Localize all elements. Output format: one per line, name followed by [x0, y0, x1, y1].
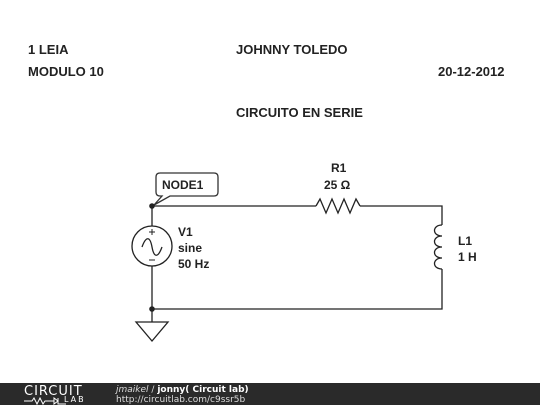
- page-title: CIRCUITO EN SERIE: [236, 105, 363, 120]
- header-author-name: JOHNNY TOLEDO: [236, 42, 348, 57]
- wire-top-right: [360, 205, 443, 225]
- circuit-schematic: NODE1 R1 25 Ω V1 sine 50 Hz L1 1 H: [131, 161, 477, 343]
- logo-text-bottom: LAB: [64, 395, 86, 404]
- inductor-symbol: [433, 224, 443, 270]
- inductor-value: 1 H: [458, 250, 477, 264]
- node-tag-outline: [153, 172, 219, 206]
- footer-separator: /: [151, 385, 155, 395]
- node-dot-bottom: [149, 306, 155, 312]
- source-name: V1: [178, 225, 193, 239]
- resistor-name: R1: [331, 161, 347, 175]
- wire-bottom: [152, 269, 443, 310]
- footer-bar: CIRCUIT LAB jmaikel / jonny( Circuit lab…: [0, 383, 540, 405]
- resistor-symbol: [315, 197, 361, 215]
- sine-wave-icon: [141, 238, 163, 256]
- footer-user-link[interactable]: jmaikel: [116, 385, 149, 395]
- source-type: sine: [178, 241, 202, 255]
- logo-wave-icon: [24, 397, 66, 405]
- footer-url-link[interactable]: http://circuitlab.com/c9ssr5b: [116, 395, 246, 405]
- header-left-line2: MODULO 10: [28, 64, 104, 79]
- node-label: NODE1: [162, 178, 204, 192]
- source-frequency: 50 Hz: [178, 257, 209, 271]
- node-dot-top: [149, 203, 155, 209]
- header-left-line1: 1 LEIA: [28, 42, 69, 57]
- inductor-name: L1: [458, 234, 472, 248]
- footer-credit: jmaikel / jonny( Circuit lab) http://cir…: [116, 385, 249, 405]
- resistor-value: 25 Ω: [324, 178, 351, 192]
- footer-project-link[interactable]: jonny( Circuit lab): [157, 385, 249, 395]
- ground-icon: [134, 321, 170, 343]
- circuitlab-logo[interactable]: CIRCUIT LAB: [24, 384, 94, 405]
- header-date: 20-12-2012: [438, 64, 505, 79]
- logo-text-top: CIRCUIT: [24, 384, 83, 399]
